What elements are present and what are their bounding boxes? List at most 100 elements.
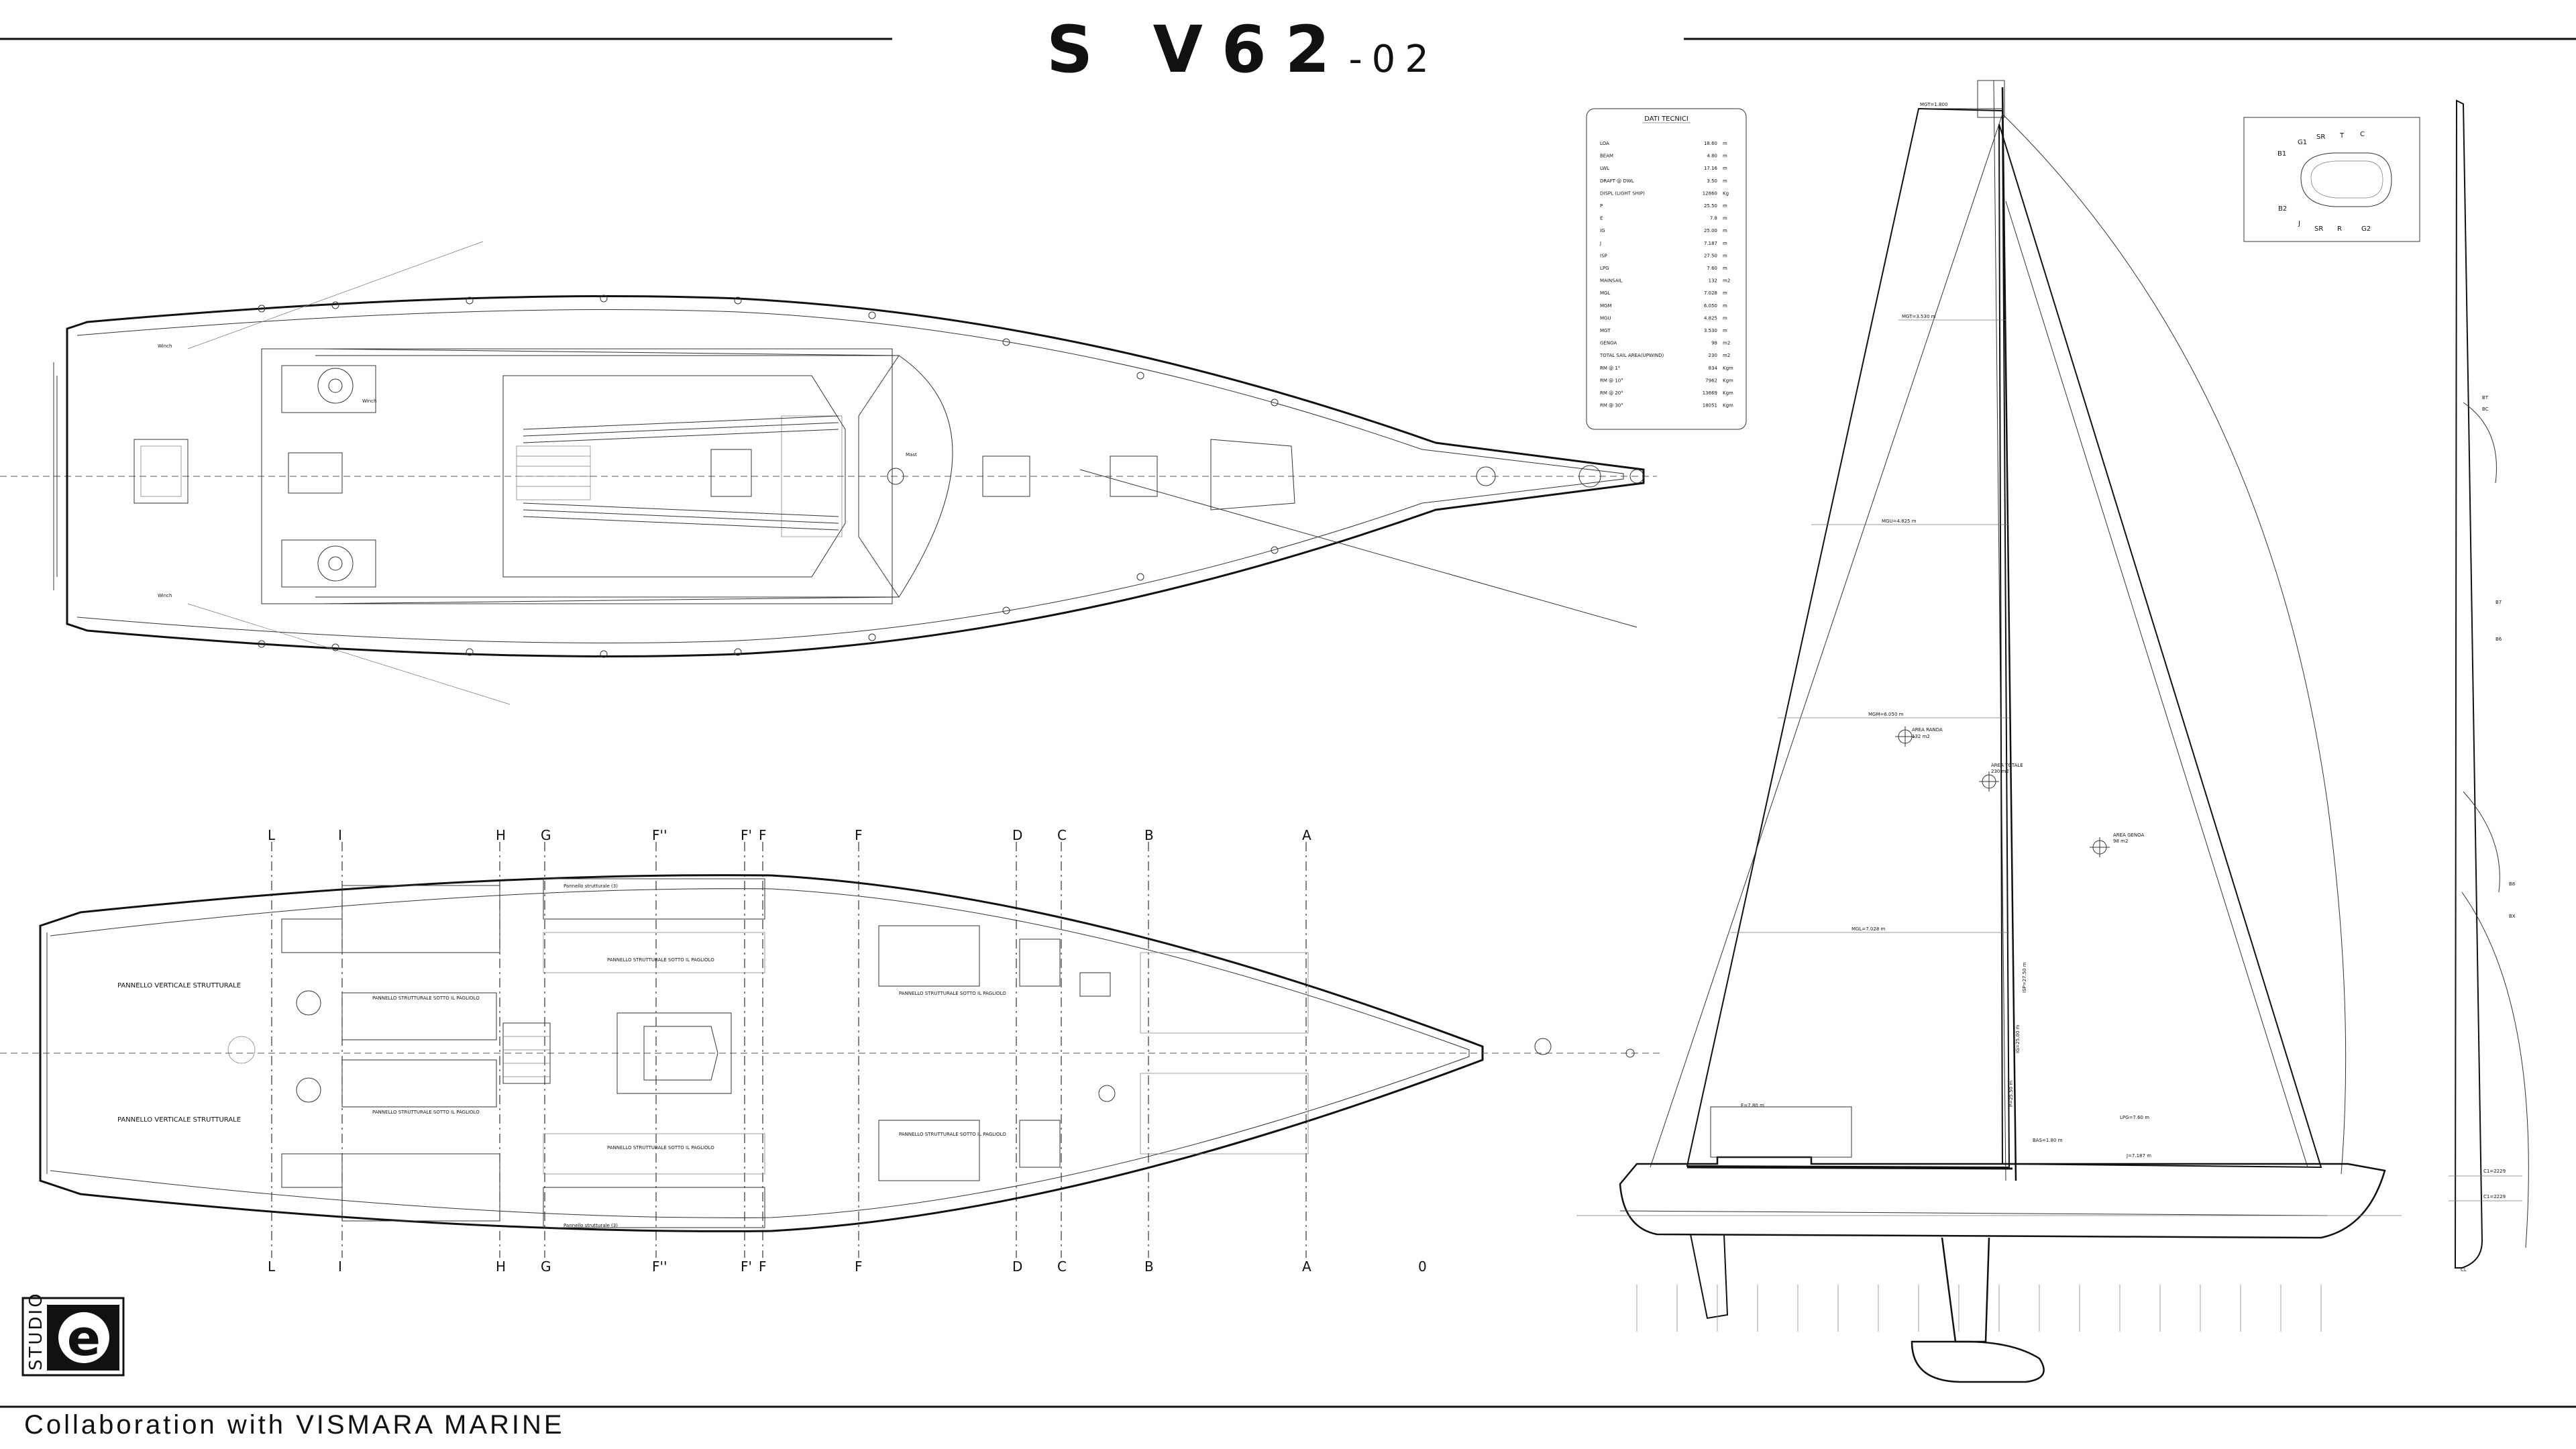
station-label-top: F: [855, 827, 863, 843]
tech-row-label: RM @ 10°: [1600, 378, 1623, 383]
tech-row-value: 27.50: [1704, 253, 1717, 258]
port-aft-basin: [296, 990, 321, 1016]
tech-row-label: MGM: [1600, 303, 1612, 309]
panel-label-forward: PANNELLO STRUTTURALE SOTTO IL PAGLIOLO: [899, 991, 1006, 996]
station-label-top: H: [496, 827, 506, 843]
tech-row-value: 17.16: [1704, 166, 1718, 171]
station-label-top: A: [1302, 827, 1311, 843]
tech-row-label: RM @ 20°: [1600, 390, 1623, 396]
foredeck-hatch-1[interactable]: [982, 455, 1030, 497]
tech-row-unit: m: [1723, 266, 1727, 271]
tech-row-label: E: [1600, 216, 1603, 221]
tech-row-unit: m2: [1723, 278, 1730, 284]
tech-row-unit: Kgm: [1723, 366, 1733, 371]
tech-row-value: 4.825: [1704, 315, 1717, 321]
forward-hatch[interactable]: [1210, 439, 1295, 511]
deck-inner-line: [76, 309, 1624, 643]
tech-row-value: 3.50: [1707, 178, 1717, 184]
station-label-top: F: [759, 827, 767, 843]
station-label-top: B: [1144, 827, 1154, 843]
title-main: S V62: [1046, 12, 1349, 87]
spinnaker-pole: [1079, 469, 1638, 628]
starboard-stanchions: [258, 546, 1279, 658]
winch-g1: G1: [2298, 139, 2307, 146]
tech-row-value: 7962: [1705, 378, 1717, 383]
tech-row-label: MGU: [1600, 315, 1611, 321]
station-label-bottom: L: [268, 1258, 276, 1275]
tech-table-heading: DATI TECNICI: [1644, 115, 1688, 123]
rudder: [1690, 1234, 1729, 1320]
aft-cabin-floor-starboard: [341, 1059, 497, 1108]
port-helm[interactable]: [317, 368, 354, 404]
station-label-bottom: C: [1057, 1258, 1067, 1275]
section-marker-bc: BC: [2482, 407, 2489, 412]
tech-row-value: 12860: [1703, 191, 1717, 196]
interior-bow-point: [1625, 1049, 1635, 1058]
forward-starboard-cabin: [878, 1120, 980, 1181]
tech-row-label: MGL: [1600, 290, 1610, 296]
backstay: [1650, 113, 2003, 1168]
sheet-lead-port: [187, 241, 484, 350]
tech-table-frame: [1586, 108, 1747, 430]
section-marker-bx: BX: [2509, 914, 2516, 919]
starboard-helm[interactable]: [317, 545, 354, 582]
tech-row-unit: m: [1723, 303, 1727, 309]
aft-hatch[interactable]: [133, 439, 189, 504]
station-label-top: C: [1057, 827, 1067, 843]
lazarette-hatch[interactable]: [288, 452, 343, 494]
tech-row-unit: Kg: [1723, 191, 1729, 196]
tech-row-value: 7.8: [1710, 216, 1717, 221]
forward-starboard-head: [1019, 1120, 1061, 1168]
section-marker-b6: B6: [2496, 637, 2502, 642]
traveller-hatching: [517, 455, 590, 487]
station-label-bottom: G: [541, 1258, 551, 1275]
panel-label-starboard: PANNELLO VERTICALE STRUTTURALE: [117, 1116, 241, 1124]
starboard-helm-station: [281, 539, 376, 588]
tech-row-unit: m2: [1723, 341, 1730, 346]
mgu-label: MGU=4.825 m: [1882, 519, 1917, 524]
station-label-bottom: F: [855, 1258, 863, 1275]
station-label-top: D: [1012, 827, 1022, 843]
mgl-label: MGL=7.028 m: [1851, 926, 1885, 932]
port-settee: [543, 878, 765, 920]
station-label-bottom: F': [741, 1258, 752, 1275]
winch-r: R: [2337, 225, 2342, 233]
section-marker-c1b: C1=2229: [2483, 1194, 2506, 1199]
tech-row-label: ISP: [1600, 253, 1607, 258]
panel-label-port: PANNELLO VERTICALE STRUTTURALE: [117, 982, 241, 989]
port-helm-station: [281, 365, 376, 413]
masthead: [1977, 80, 2005, 118]
forepeak-port: [1140, 952, 1309, 1034]
companionway-hatch[interactable]: [710, 449, 752, 497]
toilet-bowl: [1098, 1085, 1116, 1102]
panel-label-sole-aft: PANNELLO STRUTTURALE SOTTO IL PAGLIOLO: [372, 996, 480, 1001]
studio-logo-frame: [21, 1297, 125, 1377]
forward-port-cabin: [878, 925, 980, 987]
port-stanchions: [258, 294, 1279, 407]
tech-row-unit: m2: [1723, 353, 1730, 358]
ce-total: [1979, 771, 1999, 792]
tech-row-unit: Kgm: [1723, 378, 1733, 383]
panel-label-forward-2: PANNELLO STRUTTURALE SOTTO IL PAGLIOLO: [899, 1132, 1006, 1137]
panel-label-sole-aft-2: PANNELLO STRUTTURALE SOTTO IL PAGLIOLO: [372, 1110, 480, 1115]
tech-row-value: 18051: [1703, 403, 1717, 409]
starboard-aft-basin: [296, 1077, 321, 1103]
winch-b2: B2: [2278, 205, 2287, 213]
foredeck-hatch-2[interactable]: [1110, 455, 1158, 497]
tech-row-unit: m: [1723, 253, 1727, 258]
tech-row-value: 3.530: [1704, 328, 1717, 333]
saloon-table: [616, 1012, 732, 1094]
studio-logo[interactable]: e STUDIO: [21, 1291, 125, 1377]
tech-row-unit: m: [1723, 154, 1727, 159]
winch-j: J: [2298, 220, 2300, 227]
waterline: [1619, 1210, 2328, 1216]
forestay: [2005, 201, 2308, 1168]
tech-row-unit: m: [1723, 166, 1727, 171]
station-label-bottom: F: [759, 1258, 767, 1275]
tech-row-value: 98: [1711, 341, 1717, 346]
coachroof-hatching-area: [781, 415, 843, 537]
station-zero: 0: [1418, 1258, 1427, 1275]
port-helm-hub: [328, 378, 343, 393]
